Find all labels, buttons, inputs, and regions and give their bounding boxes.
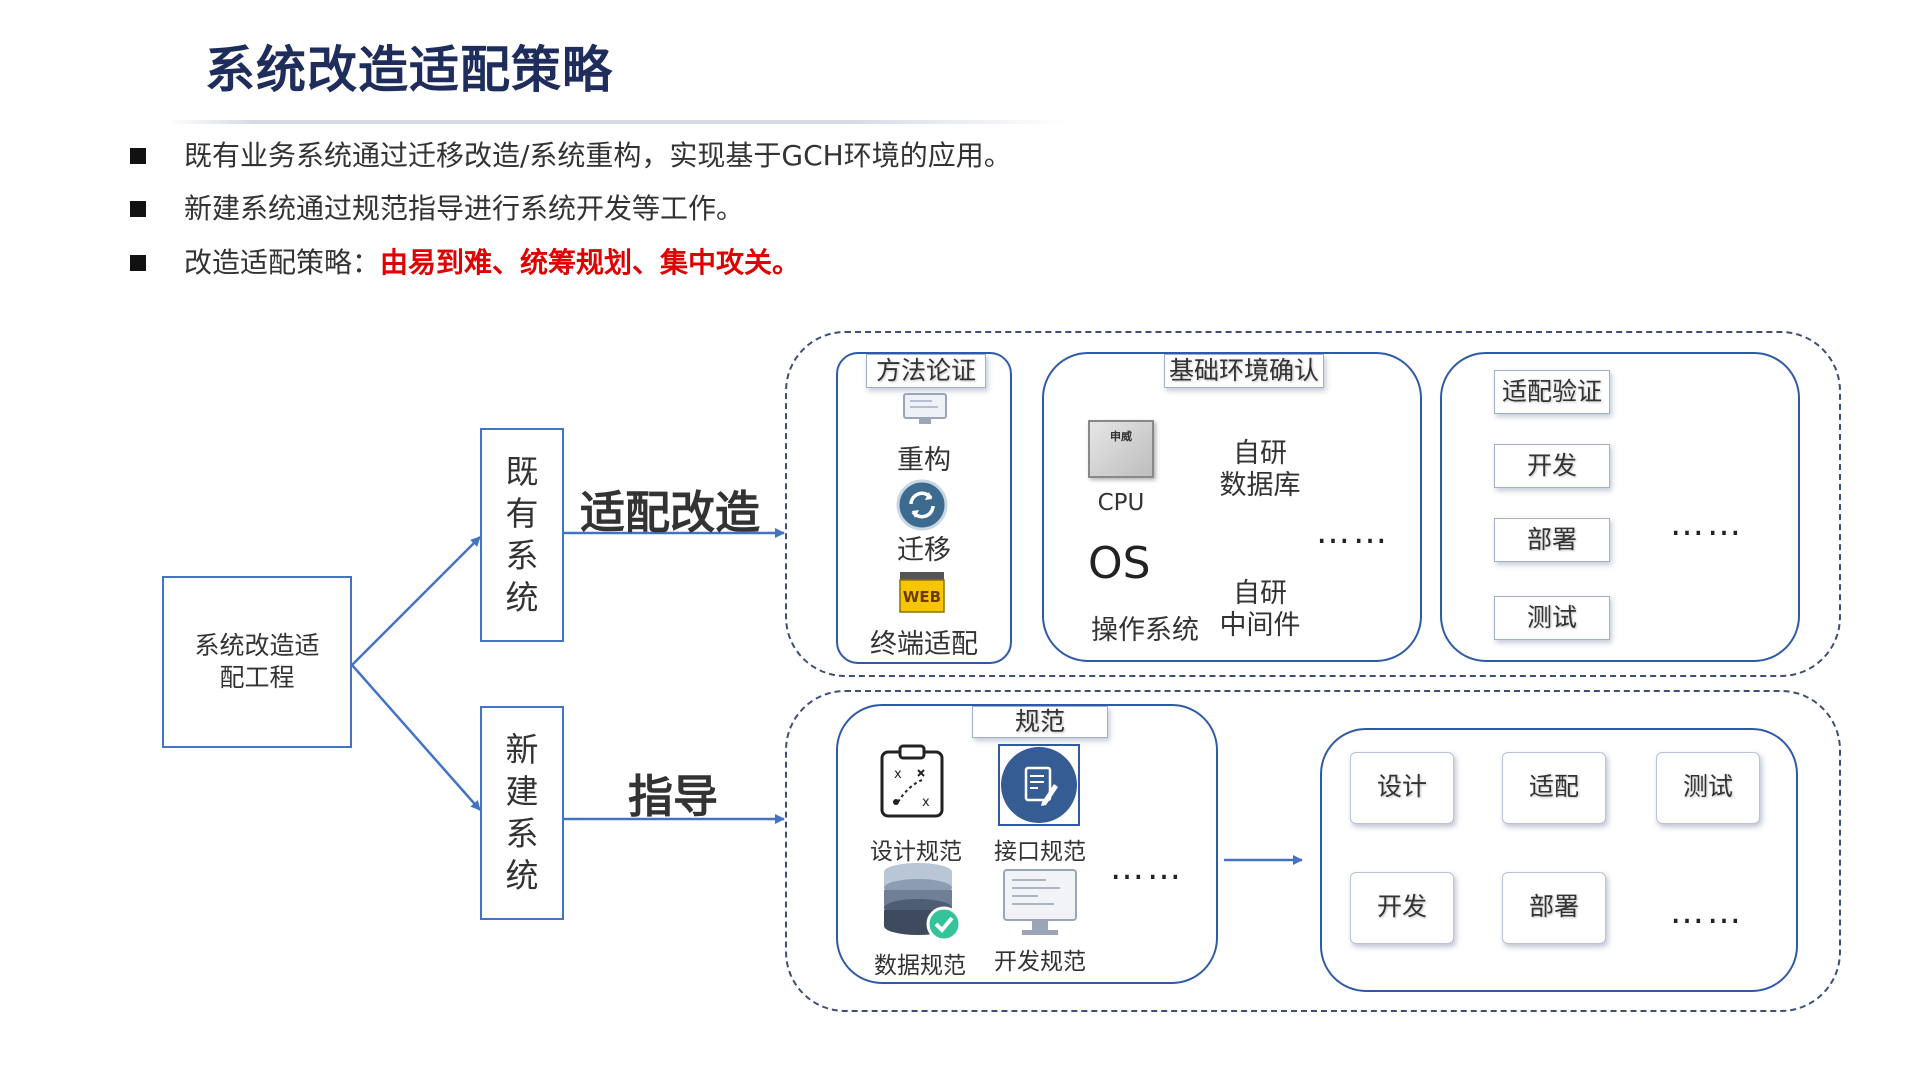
guidance-frame: [785, 690, 1841, 1012]
cpu-chip-icon: 申威: [1088, 420, 1154, 478]
verification-item: 开发: [1494, 444, 1610, 488]
root-label: 系统改造适配工程: [194, 631, 320, 692]
svg-text:x: x: [922, 795, 930, 810]
monitor-icon: [903, 393, 947, 424]
existing-system-label: 既有系统: [505, 452, 539, 617]
ellipsis: ……: [1110, 848, 1184, 888]
bullet-text: 改造适配策略：: [184, 246, 381, 279]
svg-text:x: x: [894, 767, 902, 782]
root-node: 系统改造适配工程: [162, 576, 352, 748]
os-label: OS: [1088, 538, 1151, 589]
arrow-to-existing: [351, 536, 481, 666]
bullet-highlight: 由易到难、统筹规划、集中攻关。: [380, 246, 801, 279]
bullet-text: 既有业务系统通过迁移改造/系统重构，实现基于GCH环境的应用。: [184, 139, 1012, 172]
bullet-item: 新建系统通过规范指导进行系统开发等工作。: [130, 189, 744, 229]
spec-item-label: 接口规范: [994, 839, 1086, 865]
guidance-label: 指导: [628, 770, 719, 823]
process-item: 测试: [1656, 752, 1760, 824]
page-title: 系统改造适配策略: [205, 41, 613, 99]
new-system-label: 新建系统: [505, 730, 539, 895]
retrofit-frame: [785, 331, 1841, 677]
database-check-icon: [884, 863, 962, 942]
method-item-label: 终端适配: [870, 629, 978, 660]
process-item: 部署: [1502, 872, 1606, 944]
method-item-label: 重构: [897, 445, 951, 476]
verification-tag: 适配验证: [1494, 370, 1610, 414]
spec-item-label: 数据规范: [874, 953, 966, 979]
svg-text:WEB: WEB: [903, 588, 941, 606]
process-item: 设计: [1350, 752, 1454, 824]
web-icon: WEB: [899, 572, 945, 613]
bullet-item: 既有业务系统通过迁移改造/系统重构，实现基于GCH环境的应用。: [130, 136, 1012, 176]
environment-panel: [1042, 352, 1422, 662]
square-bullet-icon: [130, 255, 146, 271]
spec-tag: 规范: [972, 706, 1108, 738]
clipboard-strategy-icon: x x: [880, 744, 944, 818]
document-edit-icon: [998, 744, 1080, 826]
bullet-text: 新建系统通过规范指导进行系统开发等工作。: [184, 192, 745, 225]
process-item: 开发: [1350, 872, 1454, 944]
existing-system-node: 既有系统: [480, 428, 564, 642]
environment-tag: 基础环境确认: [1164, 354, 1324, 388]
ellipsis: ……: [1670, 892, 1744, 932]
ellipsis: ……: [1670, 504, 1744, 544]
title-divider: [165, 120, 1070, 124]
spec-item-label: 设计规范: [870, 839, 962, 865]
new-system-node: 新建系统: [480, 706, 564, 920]
middleware-label: 自研 中间件: [1219, 578, 1301, 641]
spec-item-label: 开发规范: [994, 949, 1086, 975]
method-tag: 方法论证: [866, 354, 986, 388]
monitor-code-icon: [1003, 869, 1077, 935]
bullet-item: 改造适配策略： 由易到难、统筹规划、集中攻关。: [130, 243, 800, 283]
adapt-retrofit-label: 适配改造: [580, 486, 761, 539]
method-item-label: 迁移: [897, 535, 951, 566]
arrow-to-new: [351, 664, 481, 811]
verification-item: 测试: [1494, 596, 1610, 640]
os-caption: 操作系统: [1091, 615, 1199, 646]
process-item: 适配: [1502, 752, 1606, 824]
chip-brand: 申威: [1110, 430, 1132, 443]
verification-item: 部署: [1494, 518, 1610, 562]
ellipsis: ……: [1316, 512, 1390, 552]
square-bullet-icon: [130, 148, 146, 164]
cpu-label: CPU: [1097, 490, 1145, 516]
square-bullet-icon: [130, 201, 146, 217]
database-label: 自研 数据库: [1219, 438, 1301, 501]
sync-icon: [896, 479, 948, 531]
